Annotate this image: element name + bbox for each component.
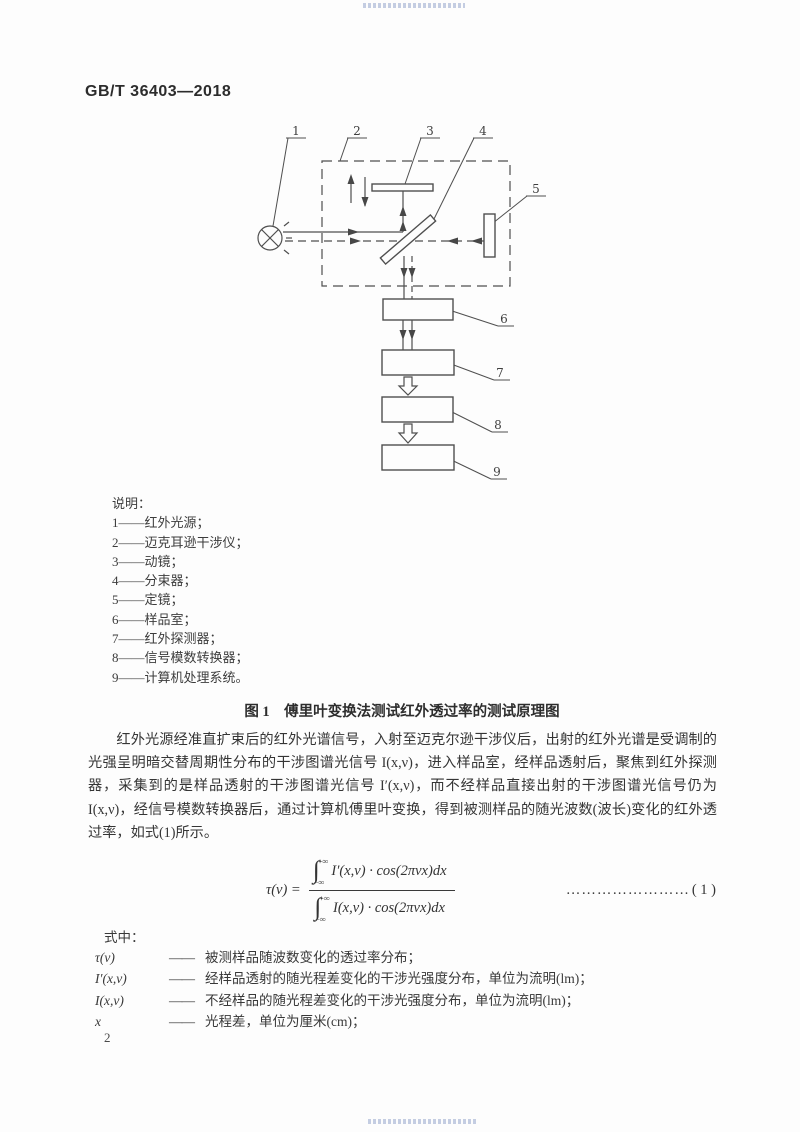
definition-term: I′(x,ν) [95, 971, 127, 987]
label-1-infrared-source: 1 [292, 124, 300, 138]
definition-row: x —— 光程差，单位为厘米(cm)； [95, 1010, 715, 1031]
legend-item: 2——迈克耳逊干涉仪； [112, 534, 249, 550]
block-arrow-detector-to-adc [397, 376, 419, 396]
label-7-detector: 7 [496, 366, 504, 380]
definition-row: τ(ν) —— 被测样品随波数变化的透过率分布； [95, 946, 715, 967]
definition-row: I′(x,ν) —— 经样品透射的随光程差变化的干涉光强度分布，单位为流明(lm… [95, 967, 715, 988]
definition-dash: —— [169, 1013, 195, 1029]
page-number: 2 [104, 1030, 111, 1045]
watermark-bottom [368, 1119, 476, 1124]
equation-1: τ(ν) = ∫ +∞ −∞ I′(x,ν) · cos(2πνx)dx ∫ +… [88, 852, 716, 928]
infrared-source-icon [257, 221, 292, 255]
legend-item: 6——样品室； [112, 611, 197, 627]
label-8-adc: 8 [494, 418, 502, 432]
label-6-sample-chamber: 6 [500, 312, 508, 326]
definition-term: x [95, 1013, 101, 1029]
integral-icon: ∫ +∞ −∞ [314, 892, 330, 924]
legend-item: 7——红外探测器； [112, 631, 223, 647]
fixed-mirror [483, 213, 496, 258]
symbol-definitions: τ(ν) —— 被测样品随波数变化的透过率分布； I′(x,ν) —— 经样品透… [95, 946, 715, 1031]
label-3-moving-mirror: 3 [426, 124, 434, 138]
definition-desc: 经样品透射的随光程差变化的干涉光强度分布，单位为流明(lm)； [205, 971, 593, 987]
beam-paths [283, 191, 484, 350]
definition-desc: 光程差，单位为厘米(cm)； [205, 1013, 366, 1029]
block-arrow-adc-to-computer [397, 423, 419, 444]
equation-leader-dots: …………………… [565, 881, 690, 898]
beam-arrowheads [347, 174, 482, 340]
equation-denominator: ∫ +∞ −∞ I(x,ν) · cos(2πνx)dx [310, 891, 453, 924]
equation-lhs: τ(ν) = [266, 881, 301, 898]
standard-code: GB/T 36403—2018 [85, 83, 232, 100]
definition-term: I(x,ν) [95, 992, 124, 1008]
denominator-expression: I(x,ν) · cos(2πνx)dx [333, 900, 445, 916]
label-5-fixed-mirror: 5 [532, 182, 540, 196]
figure-caption: 图 1 傅里叶变换法测试红外透过率的测试原理图 [244, 704, 560, 720]
definitions-intro: 式中： [104, 930, 145, 945]
label-2-interferometer: 2 [353, 124, 361, 138]
definition-row: I(x,ν) —— 不经样品的随光程差变化的干涉光强度分布，单位为流明(lm)； [95, 989, 715, 1010]
watermark-top [363, 3, 465, 8]
numerator-expression: I′(x,ν) · cos(2πνx)dx [331, 863, 447, 879]
principle-diagram: 1 2 3 4 5 6 7 8 9 [257, 124, 546, 480]
definition-dash: —— [169, 992, 195, 1008]
definition-dash: —— [169, 971, 195, 987]
legend-item: 4——分束器； [112, 573, 197, 589]
beam-splitter [379, 213, 437, 266]
legend-item: 5——定镜； [112, 592, 184, 608]
legend-item: 3——动镜； [112, 553, 184, 569]
infrared-detector-box [381, 349, 455, 376]
adc-box [381, 396, 454, 423]
definition-desc: 不经样品的随光程差变化的干涉光强度分布，单位为流明(lm)； [205, 992, 580, 1008]
label-4-beam-splitter: 4 [479, 124, 487, 138]
sample-chamber-box [382, 298, 454, 321]
equation-fraction: ∫ +∞ −∞ I′(x,ν) · cos(2πνx)dx ∫ +∞ −∞ I(… [308, 855, 455, 924]
interferometer-enclosure [321, 160, 511, 287]
body-paragraph: 红外光源经准直扩束后的红外光谱信号，入射至迈克尔逊干涉仪后，出射的红外光谱是受调… [88, 732, 717, 841]
legend-item: 9——计算机处理系统。 [112, 669, 249, 685]
definition-dash: —— [169, 950, 195, 965]
legend-item: 1——红外光源； [112, 515, 210, 531]
diagram-legend: 说明： 1——红外光源； 2——迈克耳逊干涉仪； 3——动镜； 4——分束器； … [112, 494, 249, 687]
legend-item: 8——信号模数转换器； [112, 650, 249, 666]
label-9-computer: 9 [493, 465, 501, 479]
integral-icon: ∫ +∞ −∞ [312, 855, 329, 887]
moving-mirror [371, 183, 434, 192]
legend-title: 说明： [112, 496, 152, 511]
definition-term: τ(ν) [95, 950, 115, 965]
definition-desc: 被测样品随波数变化的透过率分布； [205, 950, 421, 965]
computer-box [381, 444, 455, 471]
equation-numerator: ∫ +∞ −∞ I′(x,ν) · cos(2πνx)dx [308, 855, 455, 891]
equation-number: ( 1 ) [691, 881, 716, 898]
